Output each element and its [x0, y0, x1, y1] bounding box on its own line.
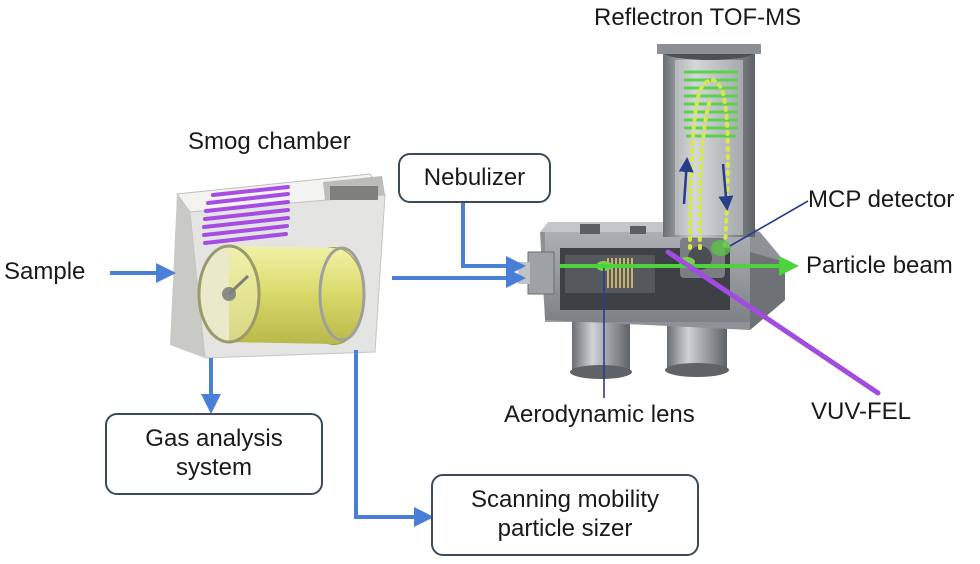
uv-lamp-coil	[202, 185, 290, 245]
nebulizer-arrow	[461, 202, 526, 276]
mass-spectrometer-illustration	[518, 44, 785, 379]
smps-line1: Scanning mobility	[470, 486, 660, 514]
smps-box: Scanning mobility particle sizer	[431, 474, 699, 556]
gas-analysis-line1: Gas analysis	[145, 425, 283, 453]
vuv-fel-label: VUV-FEL	[811, 398, 912, 425]
smog-chamber-illustration	[170, 173, 386, 359]
nebulizer-box: Nebulizer	[398, 153, 551, 203]
ion-flight-path	[688, 78, 730, 250]
particle-beam-label: Particle beam	[806, 252, 953, 279]
sample-label: Sample	[4, 258, 86, 285]
leader-lines	[603, 200, 809, 398]
aerodynamic-lens-label: Aerodynamic lens	[504, 401, 695, 428]
smog-chamber-label: Smog chamber	[188, 128, 351, 155]
gas-analysis-line2: system	[175, 454, 252, 481]
mcp-leader-line	[729, 200, 809, 247]
vuv-fel-laser	[665, 249, 881, 396]
mcp-detector-label: MCP detector	[808, 186, 955, 213]
reflectron-label: Reflectron TOF-MS	[594, 4, 802, 31]
smps-line2: particle sizer	[497, 515, 633, 542]
lens-rings	[607, 258, 633, 288]
gas-analysis-box: Gas analysis system	[105, 413, 323, 495]
nebulizer-text: Nebulizer	[423, 163, 526, 191]
teflon-bag-cylinder	[197, 244, 366, 345]
flow-arrows	[110, 202, 526, 527]
smps-arrow	[354, 350, 434, 527]
reflectron-coil	[684, 70, 738, 138]
